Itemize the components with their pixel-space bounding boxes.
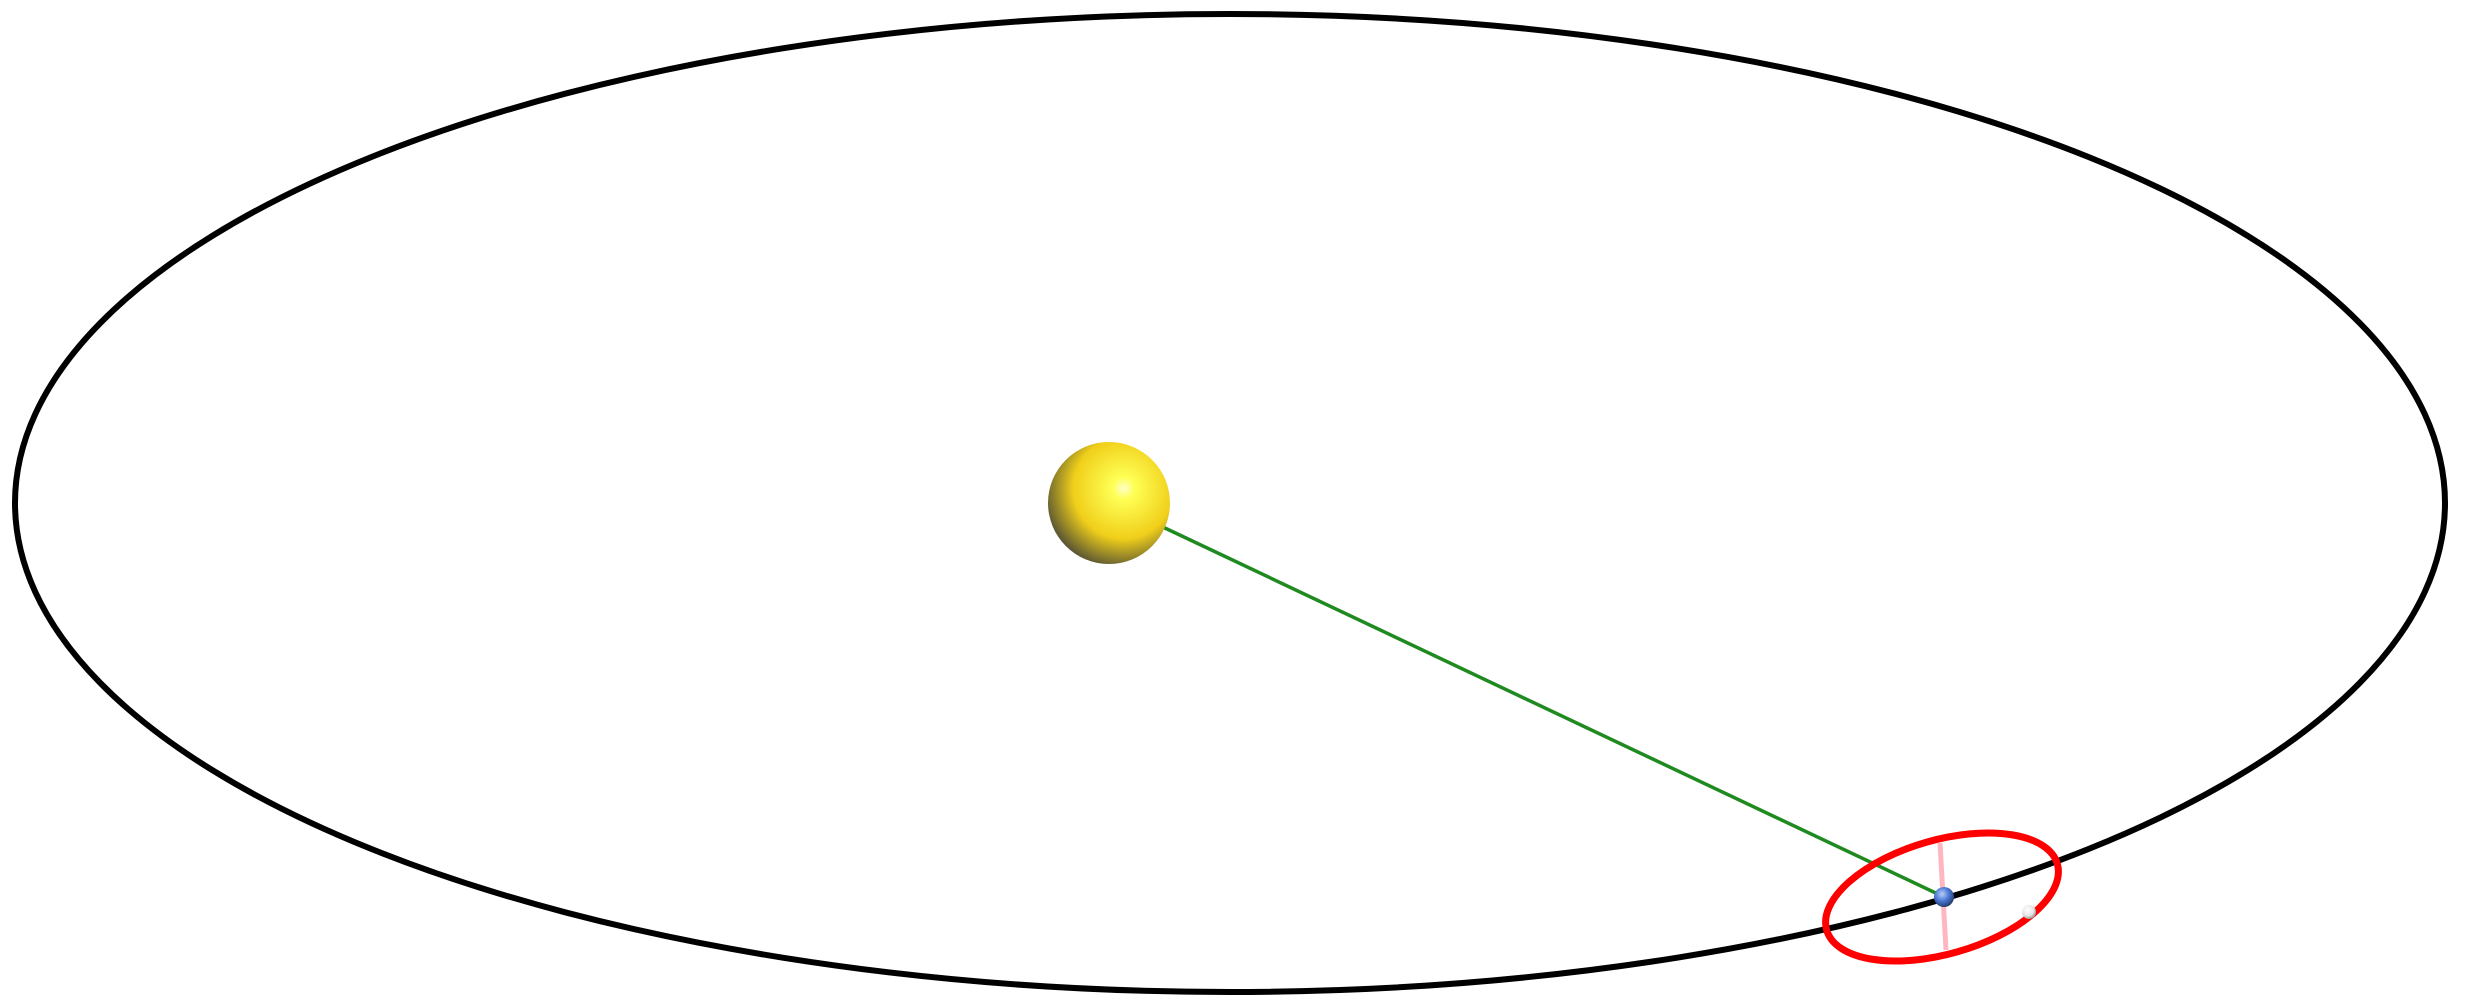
moon-orbit-ellipse (1822, 829, 2062, 965)
sun-sphere (1048, 442, 1170, 564)
planet-orbit-ellipse (12, 11, 2448, 995)
planet-sphere (1934, 887, 1954, 907)
sun-to-planet-line (1147, 518, 1943, 898)
moon-sphere (2022, 905, 2036, 919)
